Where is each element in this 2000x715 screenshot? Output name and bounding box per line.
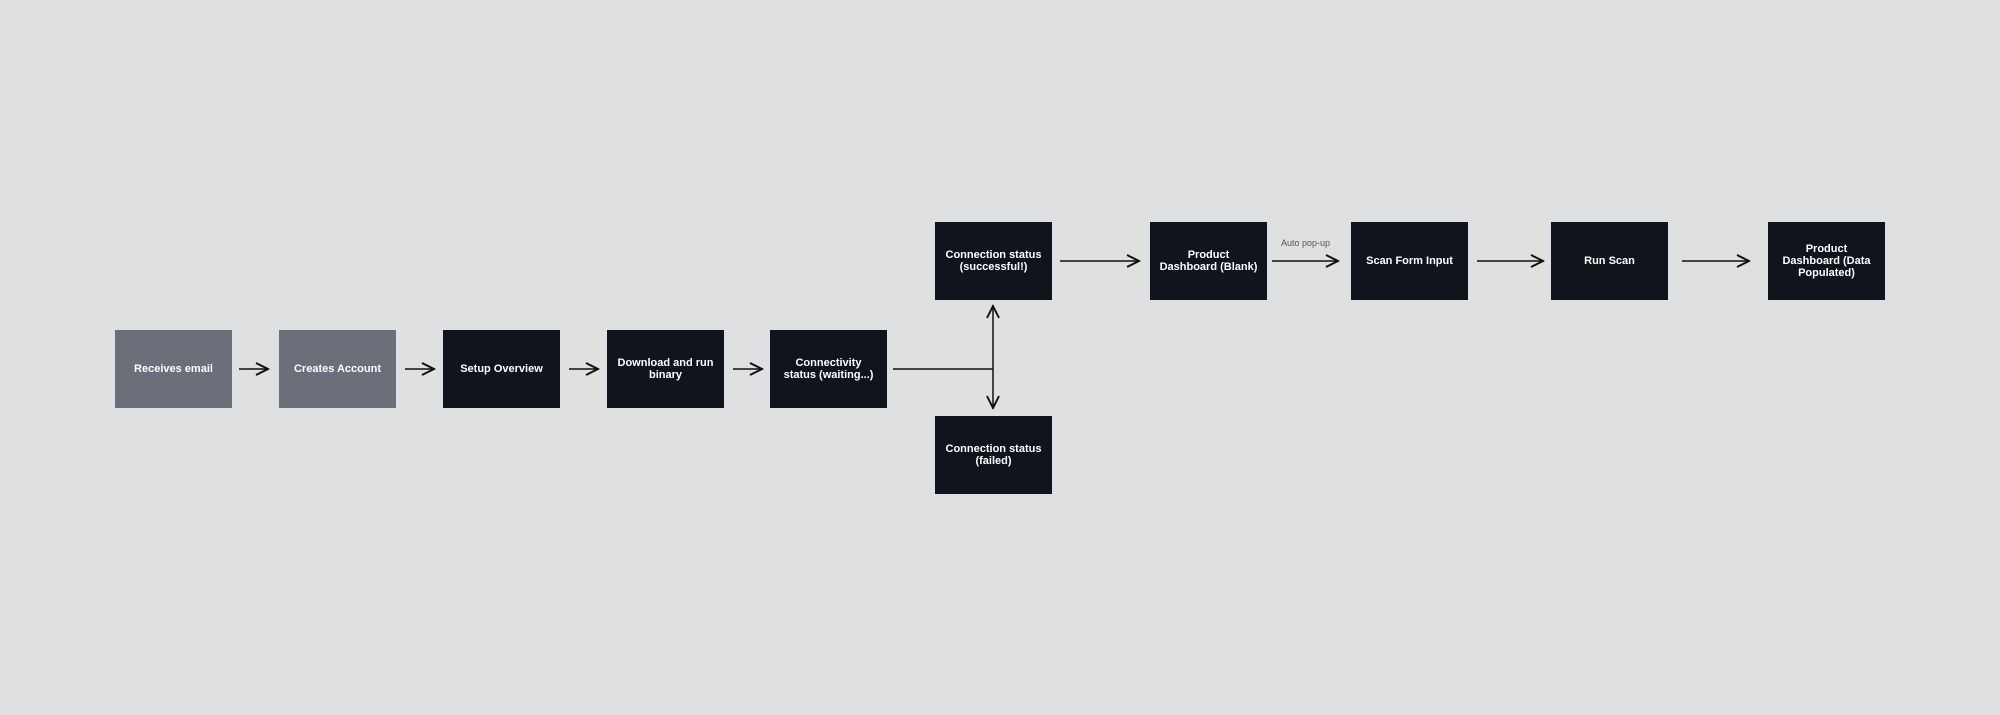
node-download-binary[interactable]: Download and run binary — [607, 330, 724, 408]
node-label: Download and run binary — [617, 357, 714, 381]
node-connection-failed[interactable]: Connection status (failed) — [935, 416, 1052, 494]
node-label: Connection status (failed) — [945, 443, 1042, 467]
node-dashboard-populated[interactable]: Product Dashboard (Data Populated) — [1768, 222, 1885, 300]
node-label: Product Dashboard (Blank) — [1159, 249, 1258, 273]
node-connectivity-waiting[interactable]: Connectivity status (waiting...) — [770, 330, 887, 408]
node-label: Connectivity status (waiting...) — [783, 357, 874, 381]
node-receives-email[interactable]: Receives email — [115, 330, 232, 408]
node-connection-success[interactable]: Connection status (successful!) — [935, 222, 1052, 300]
node-label: Creates Account — [293, 363, 381, 375]
node-setup-overview[interactable]: Setup Overview — [443, 330, 560, 408]
node-scan-form[interactable]: Scan Form Input — [1351, 222, 1468, 300]
node-run-scan[interactable]: Run Scan — [1551, 222, 1668, 300]
node-creates-account[interactable]: Creates Account — [279, 330, 396, 408]
node-dashboard-blank[interactable]: Product Dashboard (Blank) — [1150, 222, 1267, 300]
edge-label-auto-popup: Auto pop-up — [1281, 238, 1331, 248]
node-label: Run Scan — [1584, 255, 1635, 267]
node-label: Receives email — [134, 363, 213, 375]
node-label: Product Dashboard (Data Populated) — [1782, 243, 1871, 279]
node-label: Connection status (successful!) — [945, 249, 1042, 273]
node-label: Setup Overview — [460, 363, 543, 375]
node-label: Scan Form Input — [1366, 255, 1453, 267]
